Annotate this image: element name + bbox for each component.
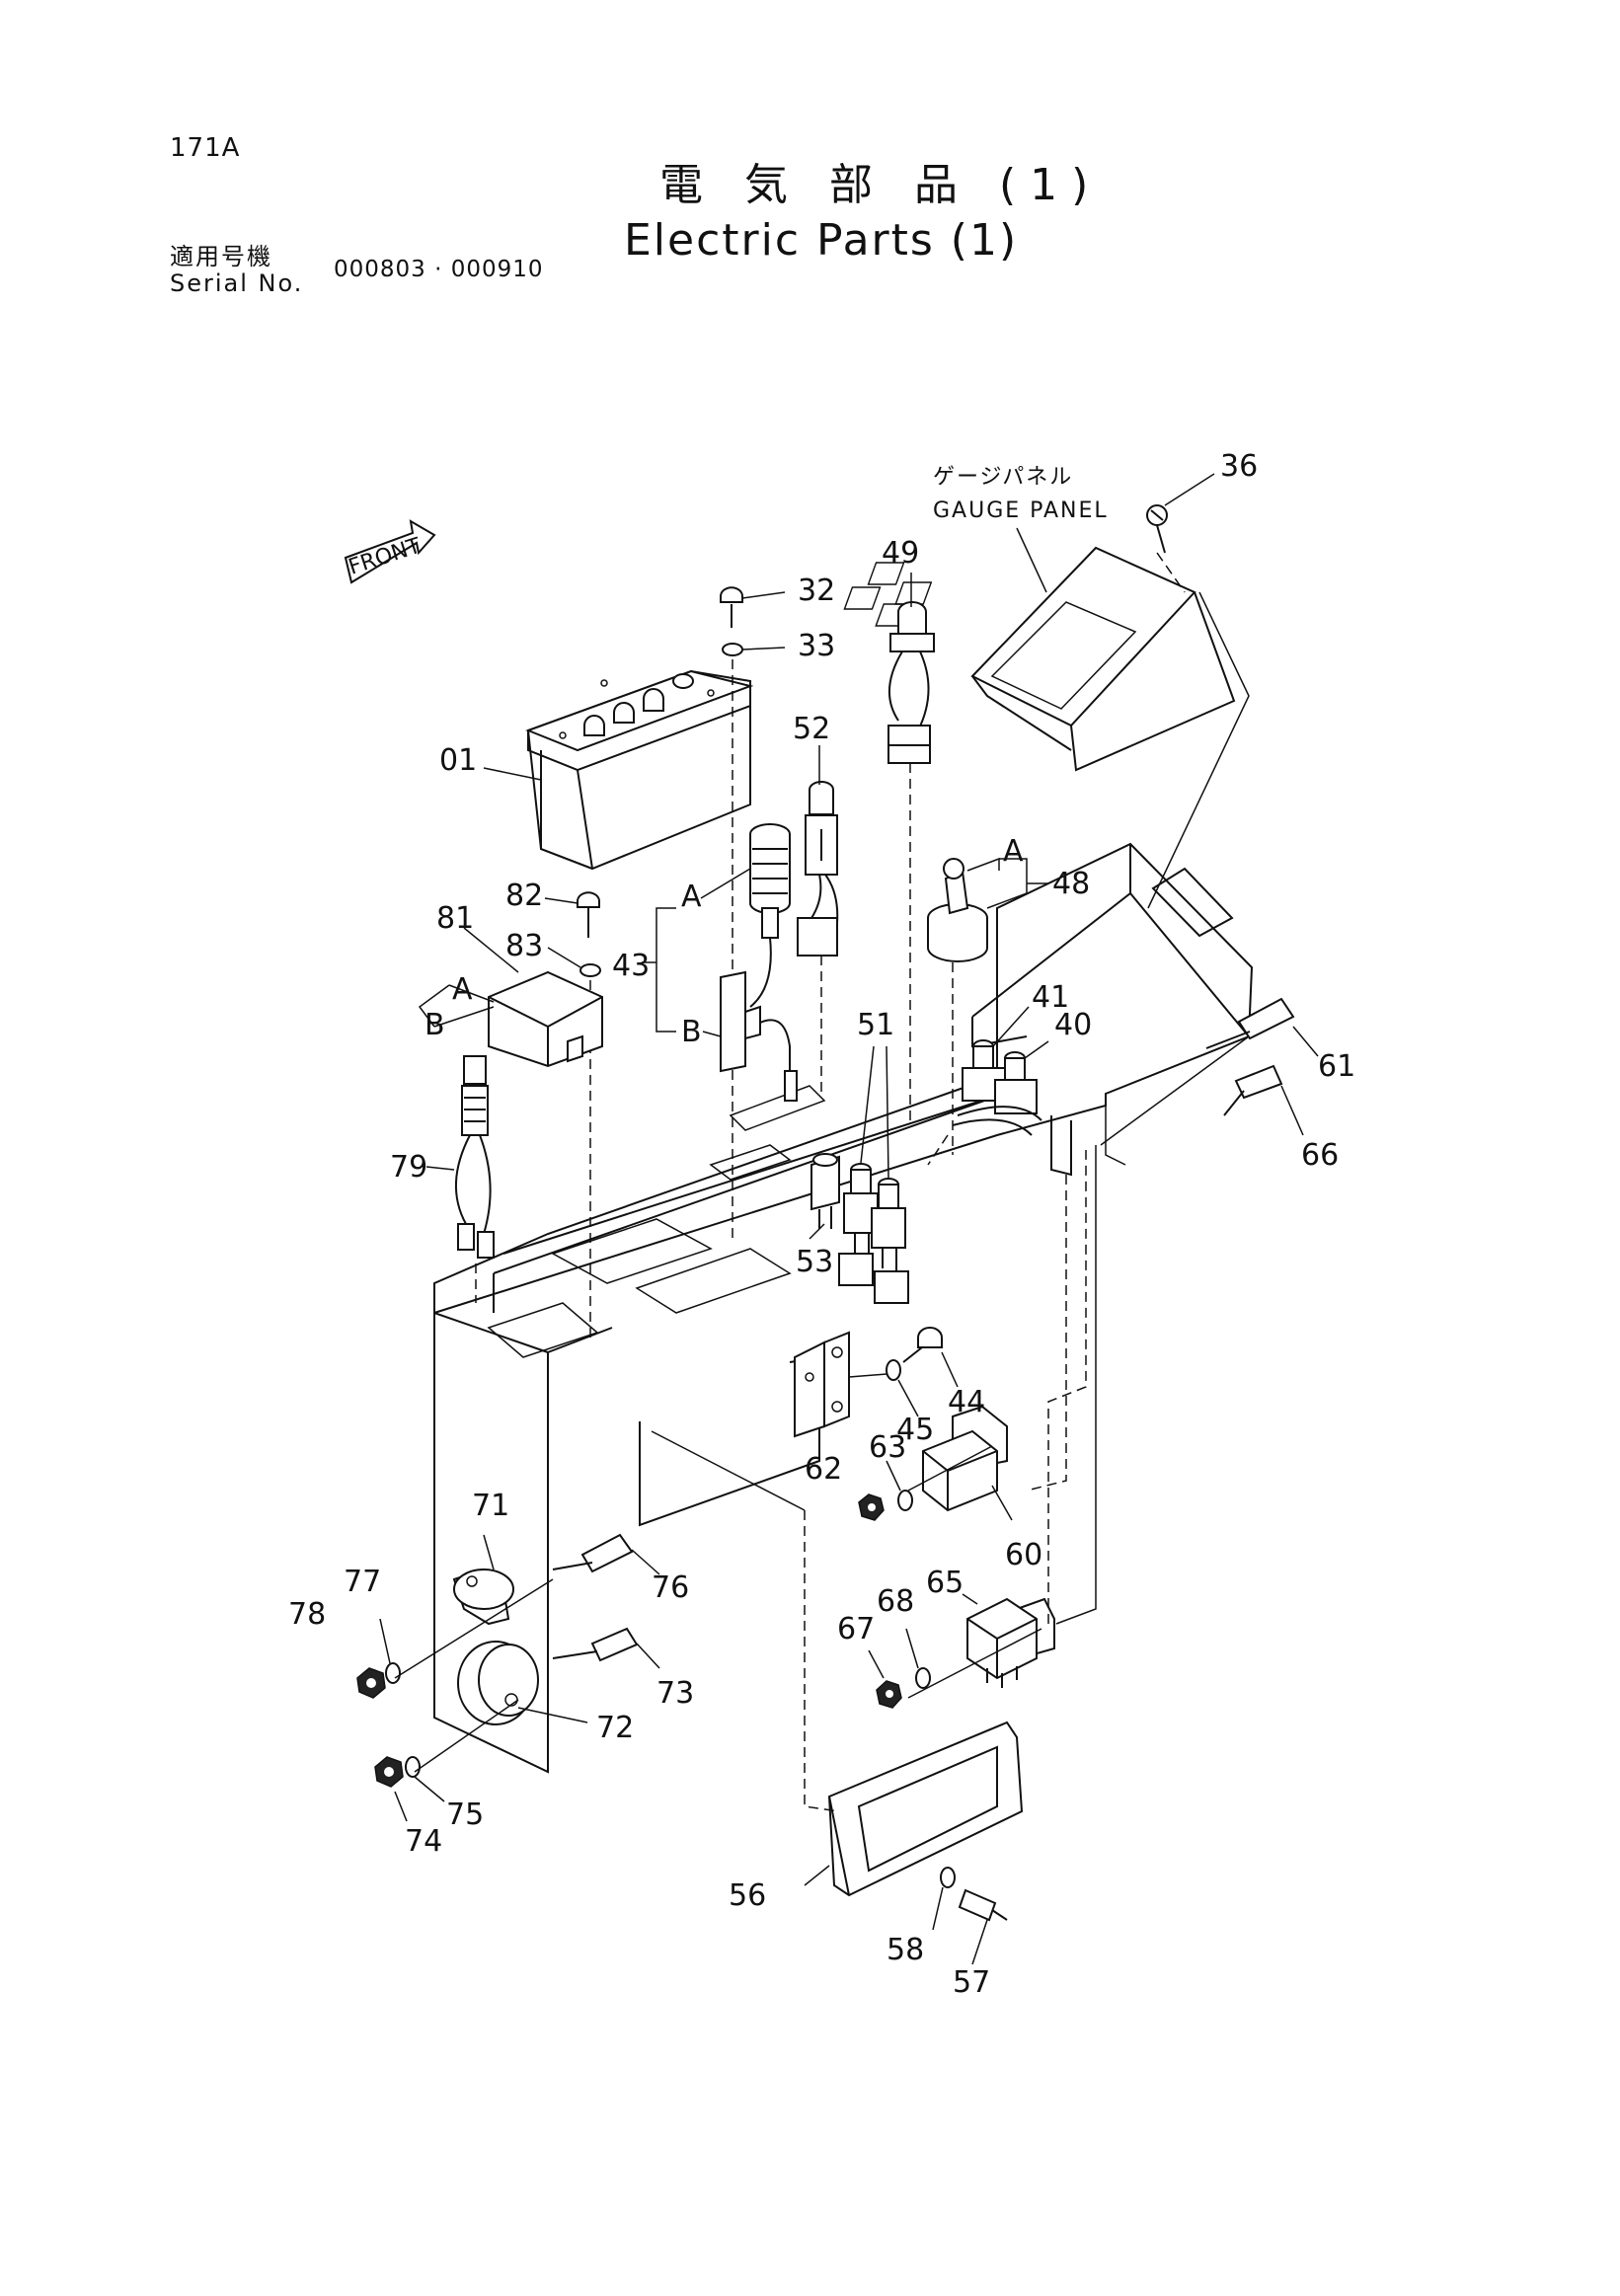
front-arrow-icon: FRONT xyxy=(344,519,436,584)
gauge-panel-label-japanese: ゲージパネル xyxy=(933,465,1073,490)
callout-57: 57 xyxy=(953,1965,990,2000)
callout-75: 75 xyxy=(446,1798,484,1832)
switch-51 xyxy=(838,1045,909,1304)
callout-72: 72 xyxy=(596,1711,634,1745)
gauge-panel: ゲージパネル GAUGE PANEL xyxy=(843,465,1250,909)
callout-52: 52 xyxy=(793,712,830,746)
relay-65 xyxy=(962,1593,1055,1688)
bolt-66 xyxy=(1223,1064,1304,1136)
bolt-73 xyxy=(552,1627,660,1669)
switch-40 xyxy=(927,1040,1049,1166)
serial-label-japanese: 適用号機 xyxy=(170,243,272,270)
bolt-44 xyxy=(902,1327,959,1388)
nut-74 xyxy=(374,1756,408,1822)
callout-41: 41 xyxy=(1032,980,1069,1015)
callouts: 32 33 36 49 52 01 82 81 83 43 48 41 40 5… xyxy=(288,449,1355,2000)
callout-68: 68 xyxy=(877,1584,914,1619)
callout-60: 60 xyxy=(1005,1538,1042,1572)
console-housing xyxy=(433,842,1254,1774)
gauge-panel-label-english: GAUGE PANEL xyxy=(933,498,1109,523)
callout-63: 63 xyxy=(869,1430,906,1465)
washer-63 xyxy=(886,1460,913,1511)
header: 171A 電 気 部 品 (1) Electric Parts (1) 適用号機… xyxy=(170,133,1102,297)
callout-82: 82 xyxy=(505,879,543,913)
screw-36 xyxy=(1146,473,1215,593)
nut-78 xyxy=(356,1667,386,1699)
washer-77 xyxy=(379,1618,401,1684)
bolt-61 xyxy=(1205,997,1319,1057)
washer-45 xyxy=(848,1359,919,1417)
front-label: FRONT xyxy=(346,534,424,580)
nut-62 xyxy=(858,1493,885,1521)
serial-label-english: Serial No. xyxy=(170,269,303,297)
callout-83: 83 xyxy=(505,929,543,963)
callout-43: 43 xyxy=(612,949,650,983)
washer-68 xyxy=(905,1628,931,1689)
callout-45: 45 xyxy=(896,1413,934,1447)
page-number: 171A xyxy=(170,133,240,163)
ref-letter-a-key: A xyxy=(1003,834,1024,869)
switch-52 xyxy=(797,745,839,1096)
switch-43 xyxy=(642,823,798,1102)
fuse-holder xyxy=(794,1331,850,1438)
callout-58: 58 xyxy=(887,1933,924,1967)
horn-72 xyxy=(457,1641,588,1725)
callout-71: 71 xyxy=(472,1489,509,1523)
callout-73: 73 xyxy=(656,1676,694,1711)
callout-01: 01 xyxy=(439,743,477,778)
fuse-box-60 xyxy=(922,1405,1013,1521)
callout-44: 44 xyxy=(948,1385,985,1419)
switch-49 xyxy=(887,573,935,1125)
relay-81 xyxy=(418,927,603,1068)
washer-33 xyxy=(722,643,786,1244)
callout-78: 78 xyxy=(288,1597,326,1632)
screw-82 xyxy=(544,891,600,938)
washer-83 xyxy=(547,947,601,1342)
cover-56 xyxy=(804,1510,1024,1897)
serial-range: 000803 · 000910 xyxy=(334,257,544,282)
ref-letter-a-relay: A xyxy=(452,972,473,1007)
callout-32: 32 xyxy=(798,574,835,608)
ref-letter-b-relay: B xyxy=(424,1008,445,1042)
title-japanese: 電 気 部 品 (1) xyxy=(659,160,1102,210)
callout-51: 51 xyxy=(857,1008,894,1042)
callout-49: 49 xyxy=(882,536,919,571)
bolt-57 xyxy=(958,1888,1008,1965)
callout-65: 65 xyxy=(926,1566,964,1600)
screw-32 xyxy=(720,586,786,628)
callout-81: 81 xyxy=(436,901,474,936)
key-switch-48 xyxy=(927,857,1048,1155)
title-english: Electric Parts (1) xyxy=(624,215,1018,266)
nut-67 xyxy=(868,1649,902,1709)
washer-75 xyxy=(405,1756,445,1802)
callout-66: 66 xyxy=(1301,1138,1339,1173)
washer-58 xyxy=(932,1867,956,1931)
callout-62: 62 xyxy=(805,1452,842,1487)
callout-79: 79 xyxy=(390,1150,427,1185)
callout-61: 61 xyxy=(1318,1049,1355,1084)
callout-56: 56 xyxy=(729,1878,766,1913)
callout-33: 33 xyxy=(798,629,835,663)
bolt-76 xyxy=(552,1533,660,1575)
callout-74: 74 xyxy=(405,1824,442,1859)
ref-letter-a-switch: A xyxy=(681,880,702,914)
callout-67: 67 xyxy=(837,1612,875,1646)
sender-79 xyxy=(425,1055,495,1303)
switch-53 xyxy=(809,1153,840,1240)
control-box-01 xyxy=(483,669,754,871)
callout-36: 36 xyxy=(1220,449,1258,484)
callout-76: 76 xyxy=(652,1570,689,1605)
callout-77: 77 xyxy=(344,1565,381,1599)
callout-48: 48 xyxy=(1052,867,1090,901)
buzzer-71 xyxy=(452,1534,514,1626)
ref-letter-b-switch: B xyxy=(681,1015,702,1049)
callout-53: 53 xyxy=(796,1245,833,1279)
callout-40: 40 xyxy=(1054,1008,1092,1042)
